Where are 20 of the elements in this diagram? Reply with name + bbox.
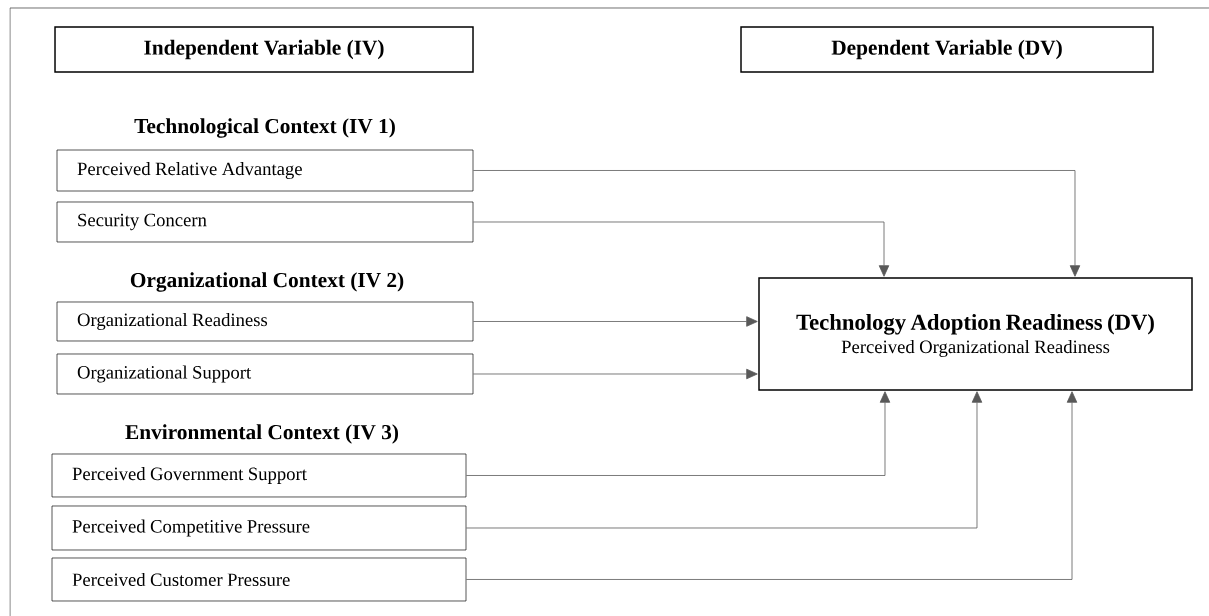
factor-box: Organizational Support [56, 353, 474, 395]
factor-box: Perceived Customer Pressure [51, 557, 467, 602]
outcome-box: Technology Adoption Readiness (DV) Perceived Organizational Readiness [758, 277, 1193, 391]
header-box: Dependent Variable (DV) [740, 26, 1154, 73]
arrow [465, 391, 983, 529]
factor-box: Organizational Readiness [56, 301, 474, 342]
section-heading: Technological Context (IV 1) [134, 118, 395, 138]
arrow [465, 391, 891, 476]
header-box: Independent Variable (IV) [54, 26, 474, 73]
factor-box: Perceived Relative Advantage [56, 149, 474, 192]
factor-box: Perceived Government Support [51, 453, 467, 498]
arrow [472, 170, 1081, 277]
arrow [472, 368, 758, 380]
factor-box: Security Concern [56, 201, 474, 243]
arrow [472, 221, 890, 277]
arrow [472, 316, 758, 327]
factor-box: Perceived Competitive Pressure [51, 505, 467, 551]
arrow [465, 391, 1078, 580]
section-heading: Environmental Context (IV 3) [125, 424, 399, 444]
section-heading: Organizational Context (IV 2) [130, 272, 404, 292]
